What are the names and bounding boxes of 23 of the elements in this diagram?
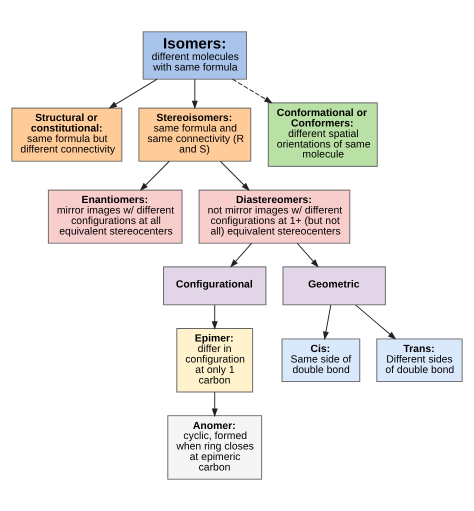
node-box: Isomers: different molecules with same formula (142, 31, 247, 80)
arrow (212, 392, 218, 418)
node-box: Enantiomers: mirror images w/ different configurations at all equivalent stereocenters (48, 190, 182, 244)
node-box: Cis: Same side of double bond (282, 338, 360, 382)
node-box: Configurational (163, 266, 266, 306)
arrow (220, 160, 250, 191)
arrow (140, 160, 170, 191)
node-box: Trans: Different sides of double bond (376, 338, 463, 382)
node-box: Stereoisomers: same formula and same connectivity (R and S) (138, 108, 252, 162)
arrow (108, 78, 158, 109)
node-box: Conformational or Conformers: different spatial orientations of same molecule (268, 102, 378, 167)
arrow (212, 304, 218, 330)
arrow (355, 304, 396, 340)
arrow (192, 78, 198, 110)
arrow (323, 304, 332, 340)
node-box: Structural or constitutional: same formula but different connectivity (11, 108, 122, 162)
node-box: Diastereomers: not mirror images w/ different configurations at 1+ (but not all) equivalent stereocenters (198, 190, 350, 244)
node-box: Epimer: differ in configuration at only 1 carbon (176, 328, 254, 392)
node-box: Geometric (282, 266, 386, 306)
node-box: Anomer: cyclic, formed when ring closes at epimeric carbon (167, 415, 262, 480)
arrow (232, 78, 273, 104)
arrow (296, 242, 319, 268)
arrow (230, 242, 252, 268)
